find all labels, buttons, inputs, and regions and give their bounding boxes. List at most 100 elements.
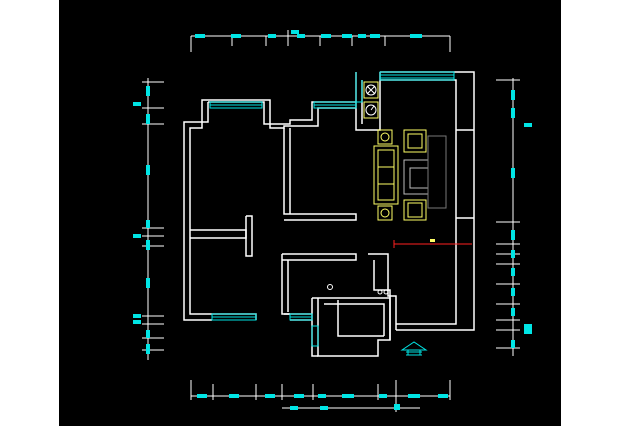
floor-drain-icon [327, 284, 333, 290]
dim-marker [370, 34, 380, 38]
dim-marker [133, 102, 141, 106]
dim-marker [511, 90, 515, 100]
dim-marker [394, 404, 400, 410]
dimension-top-markers [195, 30, 422, 38]
dim-marker [318, 394, 326, 398]
wall-top-left [208, 101, 356, 125]
living-furniture [373, 129, 427, 221]
dim-marker [290, 406, 298, 410]
dimension-right-markers [511, 90, 532, 348]
sink-basin [365, 104, 377, 116]
dim-marker [133, 234, 141, 238]
wall-balcony-inner [324, 303, 385, 336]
kitchen-fixtures [363, 81, 379, 119]
wall-bedroom-divider [190, 229, 247, 239]
window-living-top [379, 71, 455, 81]
burner-line [366, 85, 376, 95]
coffee-table-top [409, 167, 429, 189]
lamp-icon [380, 208, 390, 218]
lamp-icon [380, 132, 390, 142]
armchair-seat [407, 133, 423, 149]
dimension-top [190, 30, 451, 52]
stove-burner-icon [363, 81, 379, 99]
coffee-table-group [403, 135, 447, 209]
wall-inner-right [380, 79, 457, 325]
dim-marker [379, 394, 387, 398]
dimension-right [496, 78, 520, 356]
dim-marker [146, 114, 150, 124]
side-table-bottom [377, 205, 393, 221]
dim-marker [297, 34, 305, 38]
cad-drawing-canvas [59, 0, 561, 426]
floor-drain-icon [377, 289, 383, 295]
dim-marker [265, 394, 275, 398]
dim-marker [195, 34, 205, 38]
dim-marker [511, 108, 515, 118]
sofa-seat [377, 149, 395, 201]
burner [365, 84, 377, 96]
dim-marker [133, 314, 141, 318]
dim-marker [524, 324, 532, 334]
dim-marker [229, 394, 239, 398]
walls [183, 71, 475, 357]
dimension-bottom-markers [197, 394, 448, 410]
dim-marker [321, 34, 331, 38]
misc-fixtures [327, 284, 389, 295]
floor-drain-icon [383, 289, 389, 295]
dim-marker [511, 308, 515, 316]
wall-column [245, 215, 253, 257]
dim-marker [291, 30, 299, 34]
wall-middle-horizontal [282, 253, 357, 261]
armchair-top [403, 129, 427, 153]
dim-marker [342, 394, 354, 398]
sofa [373, 145, 399, 205]
window-kitchen-side [355, 72, 363, 103]
dim-marker [342, 34, 352, 38]
entrance-arrow-head [400, 341, 428, 351]
entrance-arrow-icon [400, 341, 428, 356]
armchair-bottom [403, 199, 427, 221]
wall-bathroom-left [281, 254, 290, 315]
dim-marker [511, 268, 515, 276]
section-marker [393, 239, 472, 248]
dim-marker [146, 220, 150, 228]
wall-balcony-left [311, 298, 318, 357]
sink-icon [363, 101, 379, 119]
dim-marker [231, 34, 241, 38]
dim-marker [511, 340, 515, 348]
window-balcony-side [311, 325, 319, 347]
dim-marker [197, 394, 207, 398]
rug-outline [427, 135, 447, 209]
windows [209, 71, 455, 347]
dim-marker [133, 320, 141, 324]
dim-marker [408, 394, 420, 398]
dim-marker [511, 230, 515, 240]
dim-marker [146, 278, 150, 288]
wall-outer-right [380, 71, 475, 331]
sink-tap [370, 105, 375, 111]
dim-marker [146, 165, 150, 175]
side-table-top [377, 129, 393, 145]
dim-marker [320, 406, 328, 410]
dim-marker [268, 34, 276, 38]
dimension-left-markers [133, 86, 150, 354]
coffee-table [403, 159, 429, 195]
dim-marker [438, 394, 448, 398]
dim-marker [294, 394, 304, 398]
wall-lower-right [368, 253, 397, 330]
wall-inner-left [189, 102, 212, 315]
dimension-left [142, 78, 164, 360]
dim-marker [511, 250, 515, 258]
section-label-marker [430, 239, 435, 242]
wall-bedroom-partition [283, 128, 357, 221]
dim-marker [410, 34, 422, 38]
wall-bath-enclosure [337, 300, 384, 337]
dim-marker [146, 86, 150, 96]
dim-marker [511, 168, 515, 178]
wall-kitchen [355, 72, 381, 131]
dim-marker [358, 34, 366, 38]
dim-marker [146, 330, 150, 338]
dim-marker [146, 240, 150, 250]
dim-marker [146, 344, 150, 354]
